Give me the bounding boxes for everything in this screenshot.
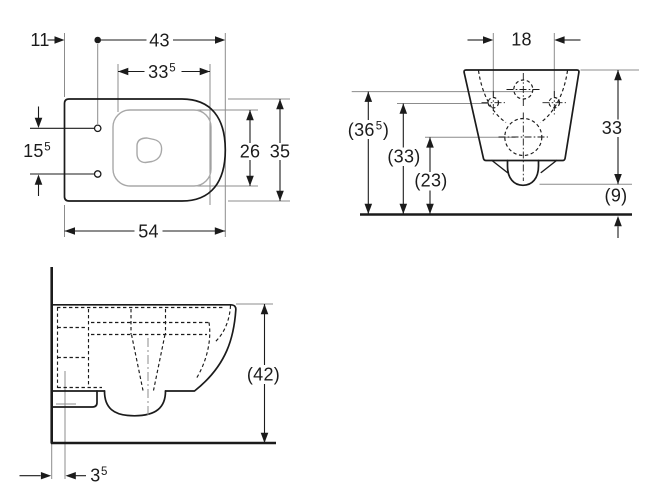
dim-label-54: 54 — [138, 222, 159, 242]
dim-label-9: (9) — [605, 186, 628, 206]
dim-33-5: 335 — [118, 62, 210, 82]
dim-label-36-5: (365) — [348, 120, 389, 140]
side-view-extension-lines — [51, 303, 273, 479]
arrowhead — [399, 203, 408, 214]
internal-channel-left — [477, 70, 507, 123]
dim-23: (23) — [410, 137, 451, 214]
dim-33-body: 33 — [597, 70, 629, 185]
dim-15-5: 155 — [23, 106, 51, 196]
internal-channel-right — [540, 70, 569, 123]
dim-26: 26 — [236, 110, 264, 186]
arrowhead — [260, 432, 269, 443]
dim-label-11: 11 — [30, 30, 49, 50]
side-view: (42) 35 — [19, 267, 287, 486]
arrowhead — [276, 99, 284, 110]
bowl-contour — [136, 137, 163, 164]
arrowhead — [199, 67, 210, 76]
arrowhead — [246, 110, 254, 121]
arrowhead — [65, 472, 76, 480]
section-line — [152, 334, 166, 391]
arrowhead — [118, 67, 129, 76]
dim-9: (9) — [605, 186, 628, 238]
dim-label-33-wall: (33) — [387, 147, 420, 167]
toilet-rim-outline-top — [63, 98, 227, 202]
dim-35: 35 — [266, 99, 294, 201]
fixing-block — [51, 390, 98, 408]
arrowhead — [40, 472, 52, 480]
dim-label-15-5: 155 — [23, 141, 51, 161]
outlet-pipe-side — [103, 390, 167, 417]
mounting-hole-top — [93, 124, 102, 133]
arrowhead — [426, 137, 434, 148]
dim-label-3-5: 35 — [90, 466, 108, 486]
arrowhead — [64, 227, 75, 235]
outlet-collar — [491, 159, 558, 174]
arrowhead — [246, 175, 254, 186]
dim-36-5: (365) — [344, 91, 393, 214]
dim-label-35: 35 — [270, 142, 291, 162]
arrowhead — [34, 174, 43, 185]
arrowhead — [614, 70, 622, 81]
section-line — [195, 322, 211, 380]
supply-crosshair — [506, 73, 540, 106]
dim-label-23: (23) — [414, 171, 447, 191]
mounting-hole-bottom — [93, 170, 102, 178]
arrowhead — [554, 36, 565, 44]
arrowhead — [34, 117, 43, 128]
arrowhead — [483, 36, 494, 44]
top-view-extension-lines — [64, 33, 290, 237]
label-mask — [266, 143, 294, 160]
drain-crosshair — [498, 112, 548, 181]
label-mask — [410, 172, 451, 191]
dim-54: 54 — [64, 222, 226, 242]
front-view: 18 (365) (33) (23) 33 — [344, 30, 639, 238]
dim-label-42: (42) — [247, 365, 280, 385]
arrowhead — [614, 174, 622, 185]
dim-label-33-5: 335 — [148, 62, 176, 82]
arrowhead — [276, 190, 284, 201]
arrowhead — [364, 203, 373, 214]
section-line — [130, 334, 144, 391]
label-mask — [146, 31, 173, 49]
toilet-body-side — [51, 303, 237, 392]
arrowhead — [54, 36, 65, 44]
outlet-pipe-front — [506, 159, 540, 187]
label-mask — [236, 143, 264, 160]
dim-label-26: 26 — [240, 142, 261, 162]
label-mask — [144, 62, 182, 81]
dim-18: 18 — [467, 30, 581, 50]
label-mask — [240, 365, 287, 384]
dim-33-wall: (33) — [384, 103, 424, 214]
dim-42: (42) — [240, 304, 287, 443]
dim-43: 43 — [94, 31, 226, 51]
arrowhead — [260, 304, 269, 315]
dim-label-43: 43 — [149, 31, 170, 51]
seat-ring — [112, 109, 212, 187]
dim-11: 11 — [30, 30, 65, 50]
fixing-hole-right-crosshair — [542, 91, 566, 115]
arrowhead — [426, 203, 434, 214]
label-mask — [384, 147, 424, 166]
label-mask — [597, 119, 629, 137]
label-mask — [344, 120, 393, 139]
arrowhead — [399, 103, 408, 114]
dim-label-33-body: 33 — [602, 118, 623, 138]
toilet-body-front — [463, 69, 580, 162]
arrowhead — [215, 36, 226, 44]
label-mask — [134, 222, 163, 240]
internal-section-dashed — [56, 305, 232, 418]
arrowhead — [214, 227, 226, 235]
arrowhead — [364, 91, 373, 102]
dim-label-18: 18 — [511, 30, 532, 50]
top-view: 11 43 335 155 26 — [23, 30, 294, 242]
dim-3-5: 35 — [19, 466, 108, 486]
section-line — [214, 305, 232, 343]
arrowhead — [614, 216, 622, 227]
